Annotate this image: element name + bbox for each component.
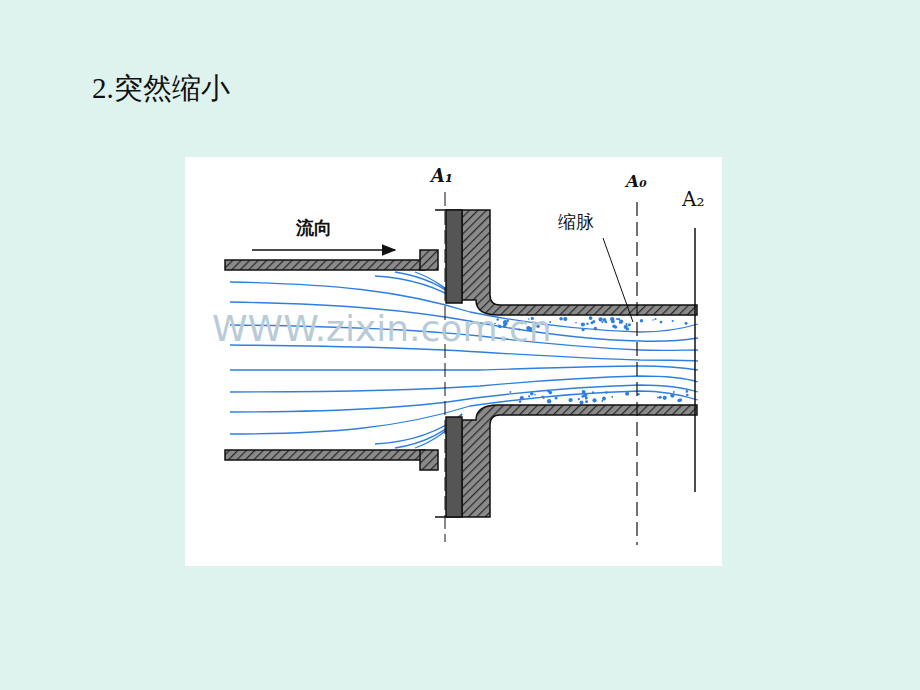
slide-title: 2.突然缩小 — [92, 72, 230, 105]
eddy-dot — [612, 324, 616, 328]
flow-arrow — [252, 249, 395, 251]
eddy-dot — [528, 395, 530, 397]
eddy-dot — [580, 401, 584, 405]
eddy-dot — [686, 394, 689, 397]
eddy-dot — [602, 397, 606, 401]
eddy-dot — [605, 321, 608, 324]
eddy-dot — [555, 397, 558, 400]
eddy-dot — [686, 390, 689, 393]
vena-contracta-label: 缩脉 — [558, 212, 594, 233]
watermark: WWW.zixin.com.cn — [212, 308, 552, 349]
eddy-dot — [618, 318, 620, 320]
collar — [420, 250, 438, 270]
eddy-dot — [510, 391, 512, 393]
collar — [420, 450, 438, 470]
eddy-dot — [585, 401, 587, 403]
eddy-dot — [605, 391, 608, 394]
section-label: A₁ — [431, 166, 453, 187]
leader-line — [603, 238, 633, 322]
eddy-dot — [591, 321, 594, 324]
eddy-dot — [625, 323, 627, 325]
eddy-dot — [601, 400, 603, 402]
eddy-dot — [677, 399, 681, 403]
eddy-dot — [581, 322, 585, 326]
eddy-dot — [610, 317, 614, 321]
eddy-dot — [601, 321, 603, 323]
orifice-plate — [446, 210, 462, 303]
eddy-dot — [520, 396, 524, 400]
eddy-dot — [685, 322, 688, 325]
eddy-dot — [640, 319, 643, 322]
section-label: A₂ — [682, 188, 704, 211]
eddy-dot — [589, 316, 593, 320]
eddy-dot — [582, 328, 585, 331]
eddy-dot — [619, 320, 623, 324]
section-line-a0 — [636, 202, 637, 545]
eddy-dot — [519, 401, 521, 403]
eddy-dot — [563, 317, 567, 321]
section-label: A₀ — [626, 172, 647, 192]
eddy-dot — [559, 317, 563, 321]
eddy-dot — [584, 395, 586, 397]
eddy-dot — [657, 397, 659, 399]
eddy-dot — [592, 391, 594, 393]
eddy-dot — [547, 399, 551, 403]
flange-lower — [435, 405, 697, 517]
wide-pipe-wall — [225, 260, 425, 270]
eddy-dot — [585, 400, 588, 403]
eddy-dot — [575, 322, 577, 324]
pipe-walls — [225, 210, 697, 517]
flange-upper — [435, 210, 697, 315]
section-line-a1 — [445, 192, 446, 542]
eddy-dot — [654, 318, 656, 320]
eddy-dot — [534, 394, 536, 396]
eddy-dot — [549, 391, 553, 395]
wide-pipe-wall — [225, 450, 425, 460]
orifice-plate — [446, 417, 462, 517]
eddy-dot — [542, 397, 544, 399]
eddy-dot — [652, 319, 654, 321]
eddy-dot — [625, 392, 629, 396]
eddy-dot — [624, 325, 628, 329]
eddy-dot — [673, 391, 675, 393]
eddy-dot — [611, 396, 613, 398]
eddy-dot — [616, 318, 618, 320]
eddy-dot — [659, 396, 662, 399]
eddy-dot — [660, 321, 663, 324]
eddy-dot — [569, 398, 573, 402]
eddy-dot — [530, 392, 534, 396]
flow-direction-label: 流向 — [296, 218, 332, 239]
eddy-dot — [670, 394, 674, 398]
eddy-dot — [578, 398, 580, 400]
eddy-dot — [663, 396, 667, 400]
eddy-dot — [628, 323, 631, 326]
eddy-dot — [672, 320, 674, 322]
eddy-dot — [586, 323, 588, 325]
eddy-dot — [594, 327, 598, 331]
eddy-dot — [599, 317, 603, 321]
section-line-a2 — [694, 228, 696, 492]
eddy-dot — [592, 398, 596, 402]
eddy-dot — [583, 393, 587, 397]
eddy-dot — [626, 325, 628, 327]
figure-panel — [185, 157, 722, 566]
eddy-dot — [520, 400, 522, 402]
